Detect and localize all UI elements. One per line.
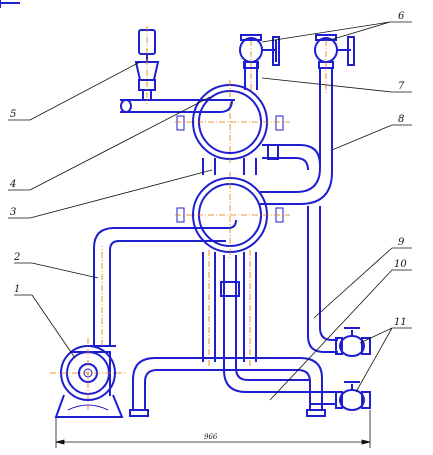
valve-6-right bbox=[314, 34, 355, 95]
pipe-9 bbox=[307, 206, 338, 353]
pipe-2 bbox=[88, 227, 200, 347]
label-3: 3 bbox=[10, 207, 16, 218]
sight-glass-upper bbox=[175, 80, 290, 165]
valve-11-upper bbox=[335, 327, 371, 357]
label-7: 7 bbox=[398, 81, 405, 92]
label-5: 5 bbox=[10, 109, 16, 120]
pump bbox=[50, 338, 126, 418]
valve-6-left bbox=[239, 34, 280, 69]
label-11: 11 bbox=[394, 317, 407, 328]
label-9: 9 bbox=[398, 237, 405, 248]
valve-11-lower bbox=[335, 381, 371, 411]
overall-dimension bbox=[55, 410, 371, 448]
dimension-value: 966 bbox=[204, 433, 218, 441]
upper-inlet-nozzle bbox=[120, 99, 235, 113]
valve-5 bbox=[134, 26, 160, 104]
sight-glass-lower bbox=[175, 172, 290, 258]
label-8: 8 bbox=[398, 114, 404, 125]
label-6: 6 bbox=[398, 11, 405, 22]
label-10: 10 bbox=[394, 259, 407, 270]
frame-corner bbox=[0, 0, 20, 8]
pipe-8 bbox=[260, 68, 333, 205]
lower-inlet-nozzle bbox=[200, 219, 237, 242]
leader-lines bbox=[8, 21, 412, 401]
column-right bbox=[243, 158, 257, 368]
label-1: 1 bbox=[14, 284, 20, 295]
label-2: 2 bbox=[13, 252, 20, 263]
base-frame bbox=[129, 357, 336, 417]
label-4: 4 bbox=[9, 179, 16, 190]
